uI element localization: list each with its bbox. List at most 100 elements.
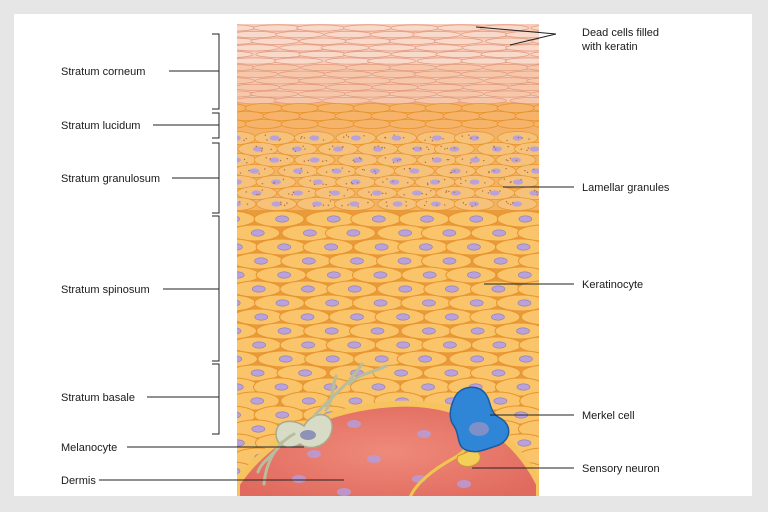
nucleus (467, 271, 481, 279)
dead-cell (505, 57, 539, 65)
dead-cell (324, 30, 374, 39)
dead-cell (526, 77, 539, 84)
lamellar-granule (543, 171, 544, 172)
keratinocyte-cell (183, 253, 233, 269)
lamellar-granule (313, 205, 315, 207)
lucidum-cell (237, 111, 266, 121)
lamellar-granule (495, 148, 497, 151)
lamellar-granule (449, 172, 452, 174)
lamellar-granule (536, 191, 538, 193)
nucleus (209, 190, 219, 195)
lamellar-granule (363, 135, 365, 137)
lamellar-granule (328, 148, 331, 150)
nucleus (302, 397, 316, 405)
lamellar-granule (392, 161, 395, 164)
nucleus (530, 168, 539, 174)
nucleus (271, 201, 282, 207)
dead-cell (343, 24, 392, 32)
lamellar-granule (243, 139, 245, 142)
lamellar-granule (368, 191, 370, 193)
lamellar-granule (213, 148, 214, 149)
nucleus (350, 313, 364, 321)
dead-cell (369, 30, 419, 39)
lucidum-cell (352, 103, 392, 113)
lamellar-granule (469, 162, 472, 164)
lamellar-granule (363, 169, 366, 171)
lamellar-granule (239, 201, 241, 203)
nucleus (252, 341, 266, 349)
dead-cell (325, 83, 375, 92)
lamellar-granule (427, 148, 430, 151)
nucleus (292, 168, 303, 174)
lamellar-granule (403, 194, 405, 196)
nucleus (309, 157, 320, 163)
nucleus (429, 179, 440, 185)
dead-cell (388, 63, 438, 72)
nucleus (543, 370, 556, 376)
keratinocyte-cell (237, 350, 258, 368)
nucleus (470, 327, 485, 335)
dead-cell (435, 77, 484, 85)
dead-cell (237, 90, 256, 98)
dead-cell (530, 91, 539, 97)
lamellar-granule (444, 204, 446, 206)
lamellar-granule (228, 203, 229, 204)
lucidum-cell (532, 104, 539, 112)
nucleus (391, 157, 402, 163)
lucidum-cell (298, 111, 338, 121)
nucleus (538, 288, 539, 290)
nucleus (493, 257, 508, 265)
dead-cell (345, 63, 395, 72)
lucidum-cell (352, 119, 392, 129)
dead-cell (237, 44, 280, 52)
lamellar-granule (202, 170, 203, 171)
dead-cell (367, 57, 416, 65)
nucleus (329, 190, 340, 196)
dermis-nucleus (457, 480, 471, 488)
nucleus (419, 243, 433, 251)
lamellar-granule (239, 172, 242, 174)
lamellar-granule (300, 167, 302, 170)
lamellar-granule (440, 145, 442, 148)
dead-cell (530, 25, 539, 31)
nucleus (203, 454, 216, 460)
dead-cell (526, 64, 539, 71)
lamellar-granule (527, 147, 530, 149)
lamellar-granule (322, 139, 325, 141)
lamellar-granule (431, 139, 434, 142)
nucleus (347, 285, 362, 293)
lamellar-granule (359, 157, 361, 159)
nucleus (412, 146, 423, 152)
nucleus (326, 215, 341, 223)
nucleus (237, 179, 243, 185)
nucleus (422, 299, 436, 307)
keratinocyte-cell (237, 294, 257, 312)
nucleus (519, 355, 533, 363)
dead-cell (237, 57, 279, 65)
lamellar-granule (377, 145, 379, 147)
lucidum-cell (406, 111, 446, 121)
nucleus (541, 398, 554, 404)
nucleus (467, 243, 481, 251)
nucleus (421, 383, 435, 391)
granulosum-cell (237, 197, 257, 211)
lamellar-granule (228, 151, 229, 152)
lamellar-granule (214, 189, 215, 190)
lamellar-granule (248, 169, 250, 172)
nucleus (489, 190, 500, 196)
lamellar-granule (342, 146, 344, 148)
dead-cell (414, 44, 464, 52)
right-leaders (472, 26, 574, 469)
lamellar-granule (405, 201, 407, 203)
lamellar-granule (461, 135, 463, 137)
lamellar-granule (230, 178, 231, 179)
keratinocyte-cell (496, 210, 539, 228)
lamellar-granule (283, 169, 286, 171)
dead-cell (480, 50, 530, 59)
nucleus (538, 232, 539, 234)
lamellar-granule (245, 137, 247, 140)
nucleus (391, 135, 402, 141)
nucleus (325, 355, 340, 363)
lamellar-granule (475, 156, 477, 159)
lamellar-granule (347, 136, 350, 138)
